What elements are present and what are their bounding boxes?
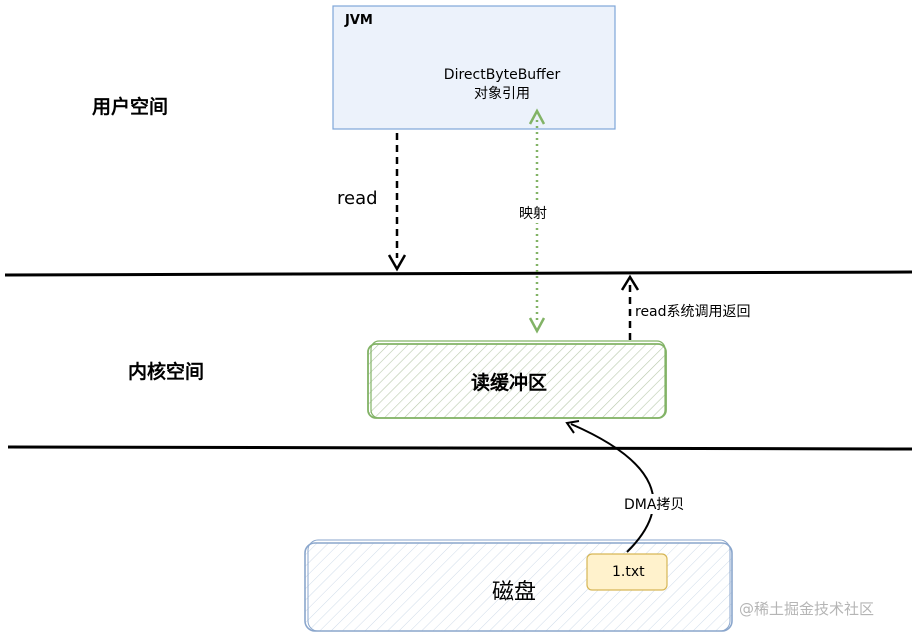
mapping-arrow-label: 映射 xyxy=(519,203,547,223)
jvm-title: JVM xyxy=(345,13,373,28)
dma-copy-arrow-line xyxy=(570,423,655,553)
read-return-arrowhead xyxy=(620,274,640,291)
file-box xyxy=(586,553,668,591)
jvm-object-line2: 对象引用 xyxy=(474,86,530,102)
jvm-box xyxy=(332,5,616,130)
user-space-label: 用户空间 xyxy=(92,96,169,118)
read-buffer-box-outline xyxy=(370,340,666,419)
watermark: @稀土掘金技术社区 xyxy=(739,600,875,618)
jvm-object-label: DirectByteBuffer 对象引用 xyxy=(437,66,567,104)
mapping-arrowhead-down xyxy=(528,317,546,334)
disk-box-outline xyxy=(307,539,731,632)
disk-label: 磁盘 xyxy=(492,580,537,605)
kernel-hardware-divider xyxy=(7,445,913,451)
file-label: 1.txt xyxy=(612,564,645,580)
read-arrow-label: read xyxy=(337,188,378,209)
read-buffer-label: 读缓冲区 xyxy=(471,372,548,394)
kernel-space-label: 内核空间 xyxy=(128,361,205,383)
user-kernel-divider xyxy=(4,270,913,277)
jvm-object-line1: DirectByteBuffer xyxy=(443,67,561,83)
read-return-label: read系统调用返回 xyxy=(635,304,751,320)
dma-copy-label: DMA拷贝 xyxy=(622,494,687,514)
mapping-arrowhead-up xyxy=(528,108,546,125)
dma-copy-arrowhead xyxy=(565,420,580,434)
read-arrowhead xyxy=(387,254,407,272)
